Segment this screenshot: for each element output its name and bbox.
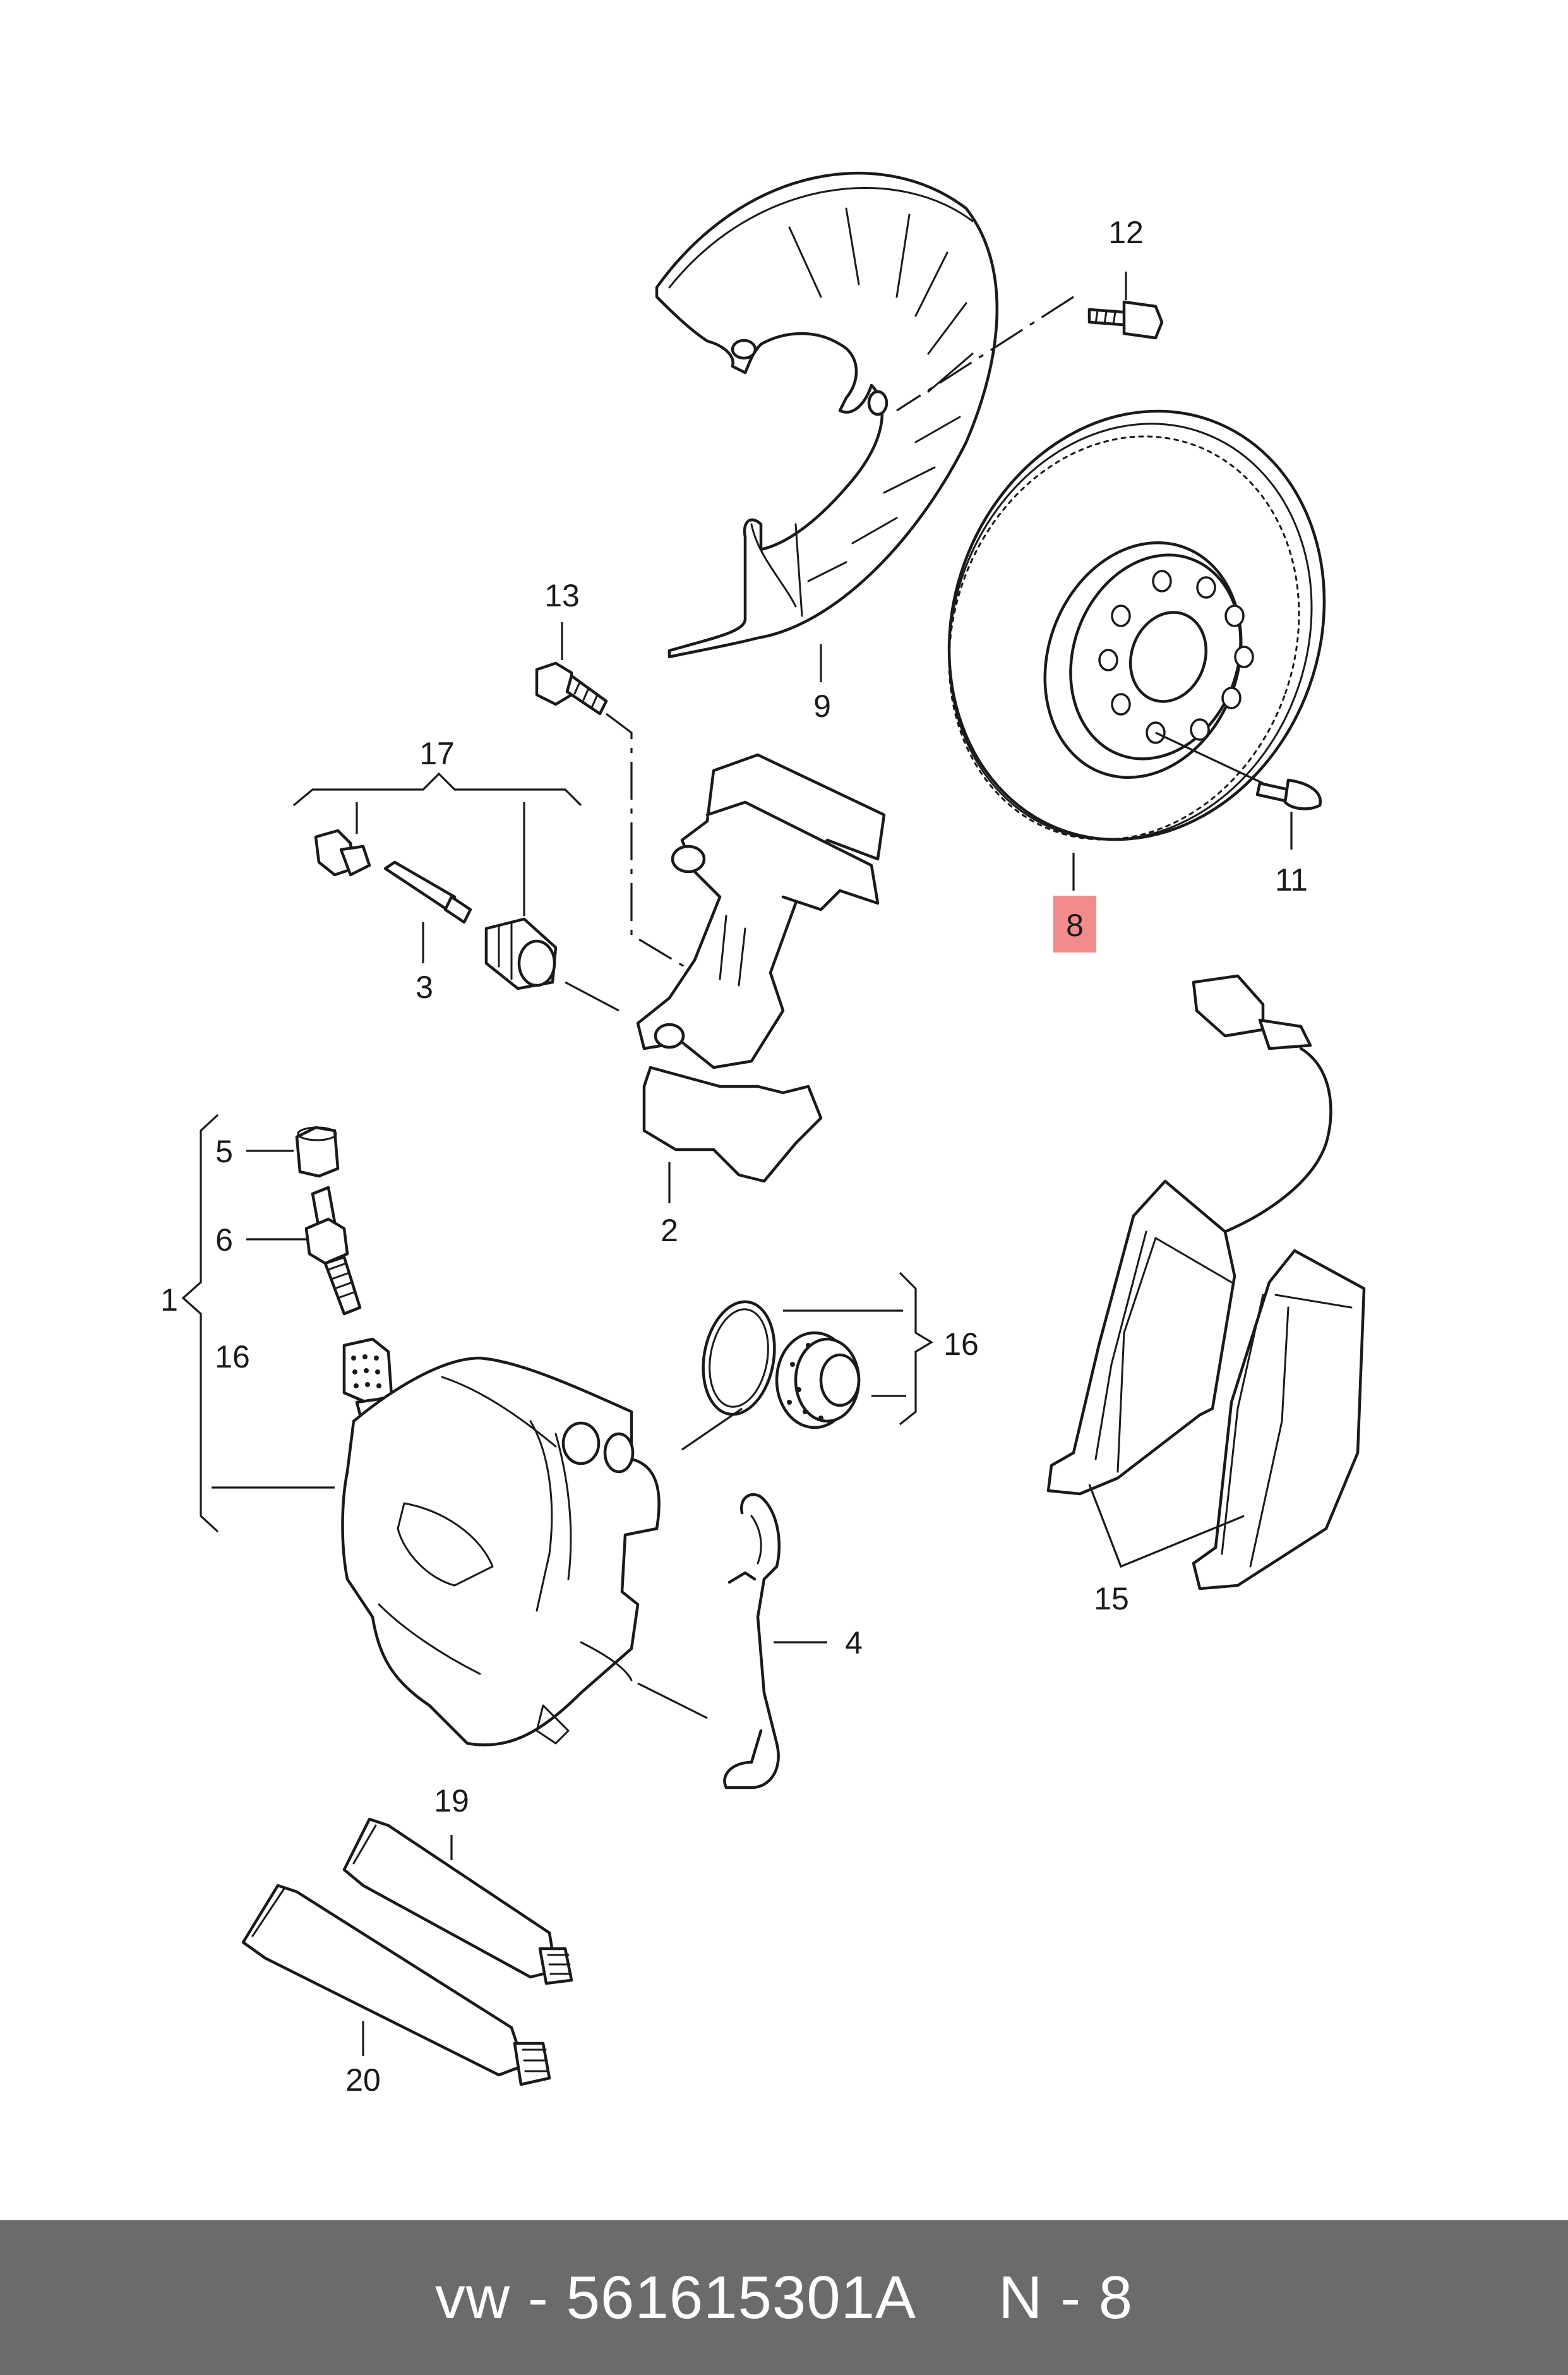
- footer-label: vw - 561615301A N - 8: [435, 2263, 1133, 2333]
- leader-11: [1155, 731, 1264, 785]
- grease-tube-20: [241, 1884, 551, 2086]
- callout-12: 12: [1108, 215, 1144, 250]
- leader-12: [896, 296, 1074, 412]
- bolt-12: [1087, 300, 1164, 340]
- dust-cap-17: [314, 829, 371, 877]
- callout-16-right: 16: [943, 1326, 979, 1362]
- leader-15: [1088, 1484, 1245, 1568]
- footer-position: N - 8: [998, 2263, 1134, 2331]
- brake-disc: [947, 409, 1326, 841]
- dust-shield: [655, 172, 999, 659]
- grease-tube-19: [342, 1817, 573, 1985]
- callout-5: 5: [215, 1134, 233, 1169]
- seal-ring: [702, 1300, 776, 1416]
- parts-diagram: 9 12 8 11: [160, 172, 1366, 2098]
- callout-6: 6: [215, 1222, 233, 1258]
- bushing-17: [484, 917, 558, 990]
- callout-11: 11: [1275, 862, 1308, 898]
- callout-1: 1: [160, 1282, 178, 1318]
- cap-5: [295, 1126, 340, 1178]
- callout-20: 20: [345, 2062, 381, 2098]
- bolt-13: [535, 661, 608, 716]
- bleeder-6: [304, 1186, 362, 1316]
- callout-3: 3: [416, 970, 433, 1005]
- footer-brand: vw: [434, 2263, 511, 2331]
- footer-part-number: 561615301A: [566, 2263, 917, 2331]
- leader-4b: [637, 1682, 708, 1719]
- callout-17: 17: [419, 736, 455, 771]
- callout-2: 2: [661, 1213, 678, 1248]
- callout-4: 4: [845, 1625, 863, 1661]
- wear-sensor: [1192, 974, 1332, 1234]
- part-footer: vw - 561615301A N - 8: [0, 2220, 1568, 2375]
- leader-16c: [681, 1407, 743, 1451]
- leader-13b: [606, 712, 695, 974]
- caliper-housing: [341, 1337, 661, 1747]
- callout-16-left: 16: [215, 1339, 250, 1374]
- screw-11: [1255, 778, 1322, 810]
- callout-15: 15: [1094, 1581, 1129, 1616]
- diagram-canvas: 9 12 8 11: [160, 172, 1366, 2098]
- bracket-16: [899, 1272, 934, 1426]
- callout-13: 13: [544, 578, 580, 613]
- callout-9: 9: [813, 688, 831, 724]
- bracket-1: [181, 1114, 219, 1533]
- callout-19: 19: [434, 1783, 469, 1819]
- bracket-17: [292, 772, 582, 807]
- brake-pad-inner: [1046, 1179, 1236, 1496]
- piston: [775, 1331, 861, 1429]
- leader-17c: [565, 981, 619, 1012]
- brake-pad-outer: [1192, 1249, 1366, 1590]
- footer-separator: -: [527, 2263, 549, 2331]
- highlight-8: [1053, 896, 1096, 953]
- callout-8[interactable]: 8: [1066, 908, 1084, 943]
- guide-pin-3: [383, 860, 472, 924]
- spring-clip: [723, 1493, 781, 1789]
- caliper-carrier: [636, 753, 886, 1183]
